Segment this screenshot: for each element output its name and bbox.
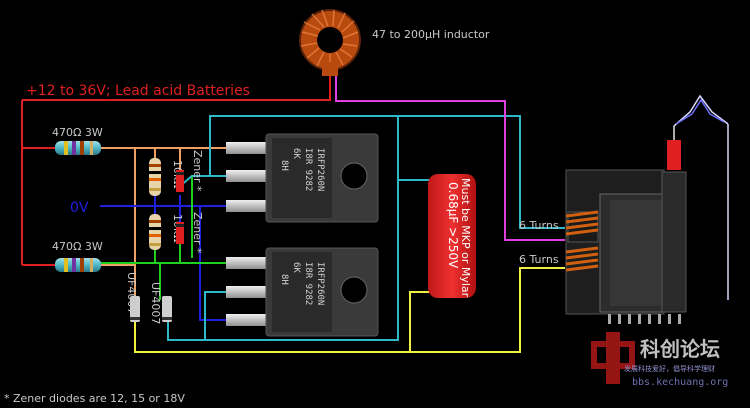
lower-gate-wire — [100, 175, 226, 300]
zener-diode-bottom — [176, 222, 184, 244]
flyback-transformer — [565, 126, 687, 324]
return-wire — [134, 267, 565, 353]
zener-top-label: Zener * — [191, 150, 204, 192]
toroid-inductor — [299, 9, 361, 76]
resistor-470-bottom — [55, 258, 101, 272]
diode-uf4007-left — [130, 296, 140, 322]
watermark-title: 科创论坛 — [640, 337, 720, 361]
svg-text:6K: 6K — [291, 148, 301, 159]
watermark-logo — [591, 332, 635, 384]
supply-label: +12 to 36V; Lead acid Batteries — [26, 83, 250, 99]
svg-text:I8R 9282: I8R 9282 — [303, 262, 313, 305]
svg-text:8H: 8H — [279, 160, 289, 171]
drain-wire — [167, 115, 565, 341]
mosfet-bottom — [226, 247, 379, 337]
watermark-url: bbs.kechuang.org — [632, 377, 728, 388]
cap-value-label: 0.68µF >250V — [446, 182, 460, 269]
svg-text:IRFP260N: IRFP260N — [315, 148, 325, 191]
resistor-470-top — [55, 141, 101, 155]
turns-bottom-label: 6 Turns — [519, 253, 559, 266]
svg-text:6K: 6K — [291, 262, 301, 273]
zener-bottom-label: Zener * — [191, 212, 204, 254]
resistor-470-bottom-label: 470Ω 3W — [52, 240, 103, 253]
mosfet-bottom-marking: IRFP260N I8R 9282 6K 8H — [279, 262, 325, 305]
diode-uf4007-right — [162, 296, 172, 322]
inductor-feed-wire — [335, 75, 565, 241]
turns-top-label: 6 Turns — [519, 219, 559, 232]
svg-text:IRFP260N: IRFP260N — [315, 262, 325, 305]
high-voltage-arc — [673, 94, 729, 300]
supply-wire — [21, 72, 331, 266]
diode-right-label: UF4007 — [149, 282, 162, 324]
svg-text:I8R 9282: I8R 9282 — [303, 148, 313, 191]
footnote: * Zener diodes are 12, 15 or 18V — [4, 392, 185, 405]
gate-feed-wire — [100, 147, 226, 300]
svg-text:8H: 8H — [279, 274, 289, 285]
resonant-capacitor — [428, 174, 476, 298]
mosfet-top — [226, 133, 379, 223]
inductor-label: 47 to 200µH inductor — [372, 28, 490, 41]
resistor-470-top-label: 470Ω 3W — [52, 126, 103, 139]
resistor-10k-top — [149, 158, 161, 196]
diode-left-label: UF4007 — [125, 272, 138, 314]
watermark-slogan: 发展科技爱好，倡导科学理财 — [624, 364, 715, 373]
ground-label: 0V — [70, 200, 89, 216]
resistor-10k-bottom — [149, 214, 161, 250]
zener-diode-top — [176, 170, 184, 192]
mosfet-top-marking: IRFP260N I8R 9282 6K 8H — [279, 148, 325, 191]
cap-type-label: Must be MKP or Mylar — [459, 178, 472, 298]
